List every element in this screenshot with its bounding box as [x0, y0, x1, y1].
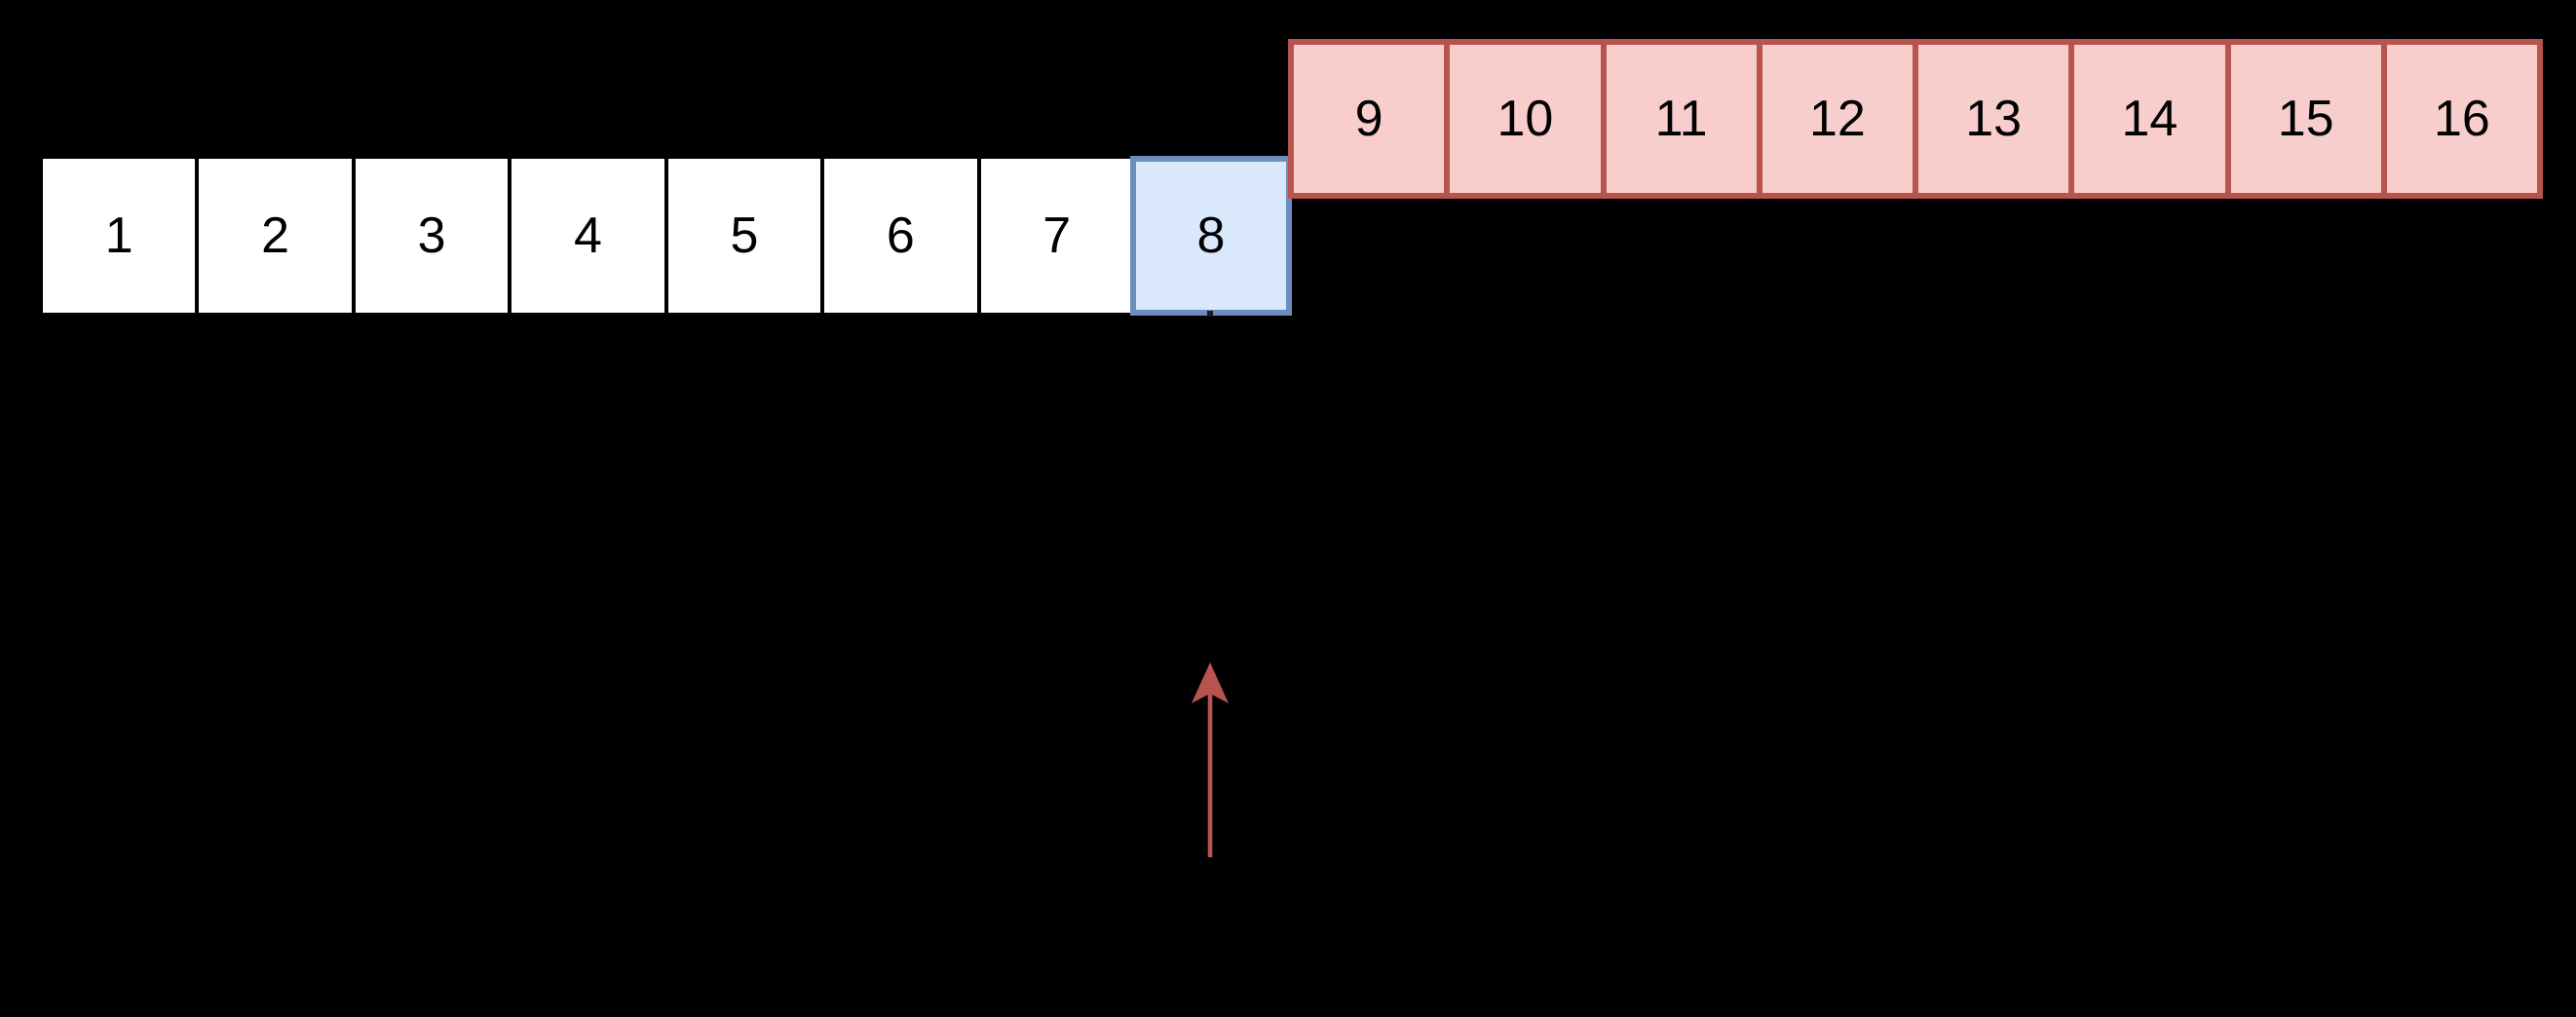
array-cell-10: 10: [1450, 45, 1607, 193]
array-cell-14: 14: [2074, 45, 2231, 193]
array-cell-1: 1: [43, 159, 200, 313]
array-cell-11: 11: [1606, 45, 1762, 193]
array-cell-8-highlighted: 8: [1130, 156, 1292, 316]
array-cell-13: 13: [1918, 45, 2075, 193]
up-arrow-icon: [1192, 662, 1229, 857]
array-cell-16: 16: [2386, 45, 2537, 193]
array-cell-7: 7: [980, 159, 1133, 313]
array-cell-4: 4: [511, 159, 668, 313]
array-cell-9: 9: [1294, 45, 1451, 193]
array-cell-6: 6: [824, 159, 981, 313]
connector-dot: [1207, 311, 1213, 317]
array-cell-12: 12: [1762, 45, 1918, 193]
array-appended-row: 9 10 11 12 13 14 15 16: [1288, 39, 2543, 199]
array-cell-3: 3: [355, 159, 512, 313]
array-cell-2: 2: [199, 159, 356, 313]
array-cell-5: 5: [667, 159, 825, 313]
array-main-row: 1 2 3 4 5 6 7: [39, 155, 1137, 317]
array-cell-15: 15: [2230, 45, 2387, 193]
